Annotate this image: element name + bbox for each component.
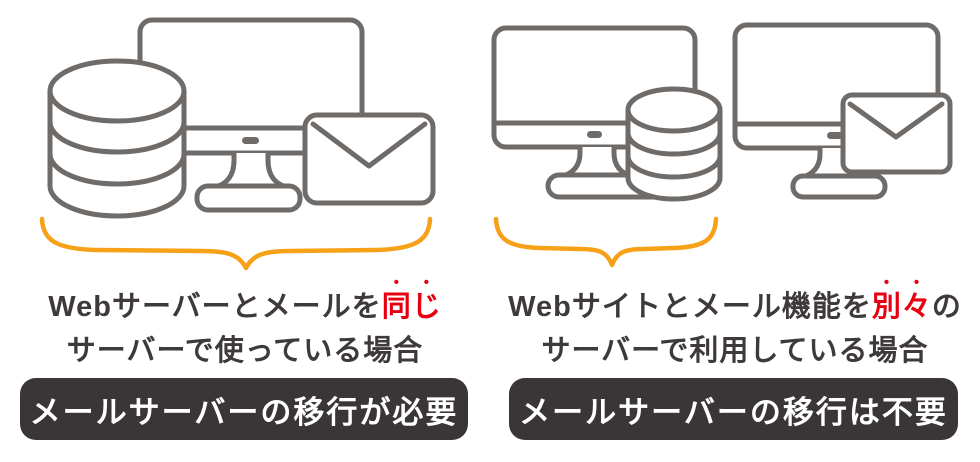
same-server-caption: Webサーバーとメールを同じ サーバーで使っている場合	[0, 274, 490, 373]
caption-line1-prefix: Webサイトとメール機能を	[508, 291, 872, 323]
migration-required-badge: メールサーバーの移行が必要	[20, 378, 468, 440]
migration-not-required-badge: メールサーバーの移行は不要	[509, 378, 958, 440]
caption-line1-prefix: Webサーバーとメールを	[48, 291, 382, 323]
separate-servers-caption: Webサイトとメール機能を別々の サーバーで利用している場合	[490, 274, 980, 373]
separate-servers-illustration	[491, 22, 953, 268]
brace-underline	[39, 216, 433, 271]
database-icon	[47, 58, 187, 219]
caption-line2: サーバーで利用している場合	[541, 335, 929, 367]
caption-line1-suffix: の	[931, 291, 962, 323]
brace-underline	[493, 216, 719, 268]
mail-envelope-icon	[840, 92, 953, 175]
caption-line2: サーバーで使っている場合	[66, 335, 424, 367]
mail-envelope-icon	[302, 112, 436, 206]
caption-line1: Webサイトとメール機能を別々の	[490, 274, 980, 329]
caption-line1: Webサーバーとメールを同じ	[0, 274, 490, 329]
database-icon	[625, 86, 723, 202]
caption-line1-emphasis: 別々	[871, 291, 932, 323]
same-server-illustration	[39, 17, 436, 271]
caption-line1-emphasis: 同じ	[381, 291, 442, 323]
illustration-canvas	[39, 17, 953, 271]
